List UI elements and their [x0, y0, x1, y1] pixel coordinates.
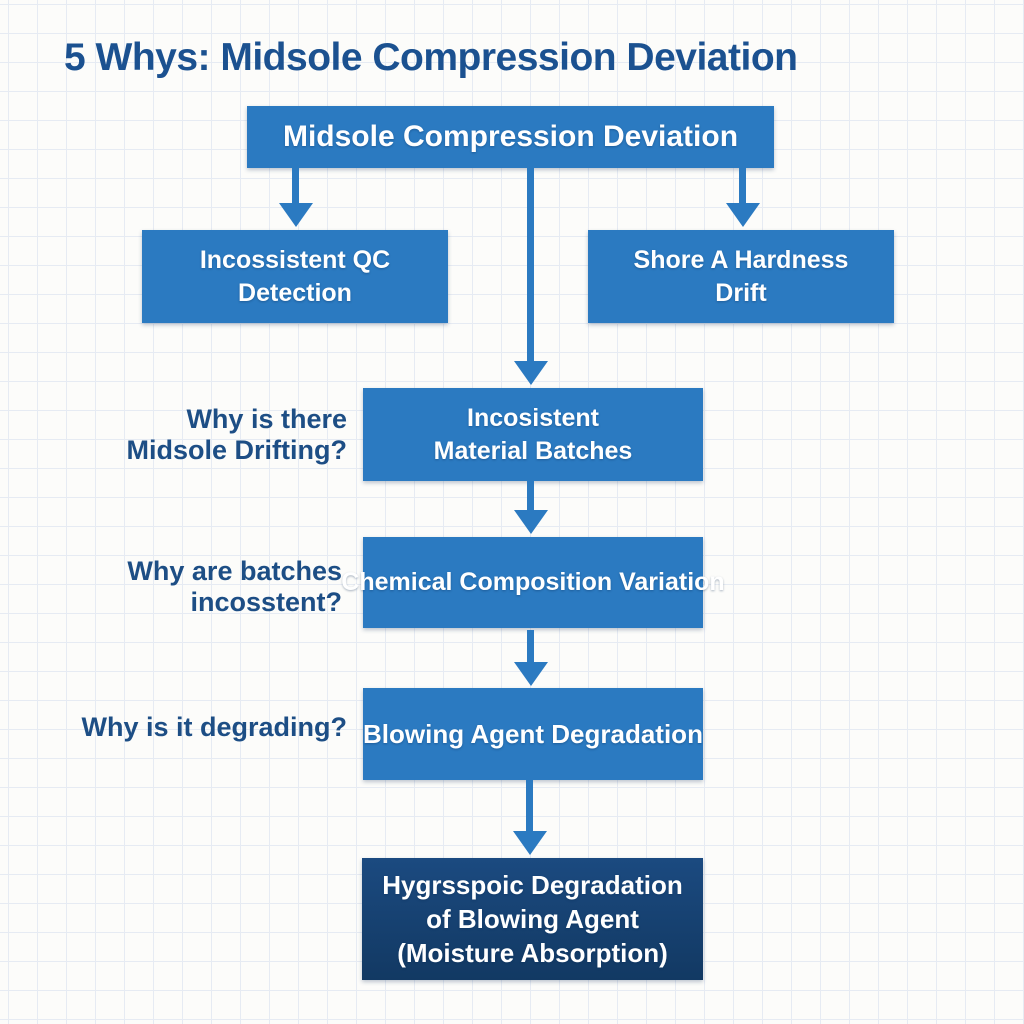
question-line: incosstent?: [190, 587, 342, 617]
node-chemical-variation: Chemical Composition Variation: [341, 537, 725, 628]
node-label-line: Hygrsspoic Degradation: [382, 870, 683, 900]
question-line: Why is it degrading?: [81, 712, 347, 742]
node-label-line: Incosistent: [467, 403, 599, 432]
arrow-root-to-qc: [292, 168, 299, 204]
arrow-blowing-to-rootcause: [526, 780, 533, 832]
node-label: Chemical Composition Variation: [341, 568, 725, 596]
arrow-batches-to-chemical: [527, 481, 534, 511]
node-label-line: Detection: [238, 278, 352, 307]
node-label-line: of Blowing Agent: [426, 904, 639, 934]
diagram-title: 5 Whys: Midsole Compression Deviation: [64, 36, 798, 79]
node-shore-hardness: Shore A Hardness Drift: [588, 230, 894, 323]
question-why-inconsistent: Why are batches incosstent?: [127, 556, 342, 618]
node-label: Midsole Compression Deviation: [282, 120, 739, 153]
node-root-cause: Hygrsspoic Degradation of Blowing Agent …: [362, 858, 703, 980]
node-blowing-agent: Blowing Agent Degradation: [363, 688, 703, 780]
node-label-line: Material Batches: [433, 436, 633, 465]
question-why-degrading: Why is it degrading?: [81, 712, 347, 743]
arrow-root-to-batches: [527, 168, 534, 362]
node-label: Blowing Agent Degradation: [363, 718, 703, 749]
node-label-line: Drift: [715, 278, 767, 307]
node-label-line: Incossistent QC: [199, 245, 391, 274]
arrow-chemical-to-blowing: [527, 630, 534, 663]
node-label-line: (Moisture Absorption): [397, 938, 668, 968]
question-why-drifting: Why is there Midsole Drifting?: [127, 404, 347, 466]
node-problem-root: Midsole Compression Deviation: [247, 106, 774, 168]
question-line: Why is there: [186, 404, 347, 434]
node-label-line: Shore A Hardness: [633, 245, 849, 274]
question-line: Why are batches: [127, 556, 342, 586]
node-qc-detection: Incossistent QC Detection: [142, 230, 448, 323]
arrow-root-to-shore: [739, 168, 746, 204]
node-material-batches: Incosistent Material Batches: [363, 388, 703, 481]
question-line: Midsole Drifting?: [126, 435, 347, 465]
